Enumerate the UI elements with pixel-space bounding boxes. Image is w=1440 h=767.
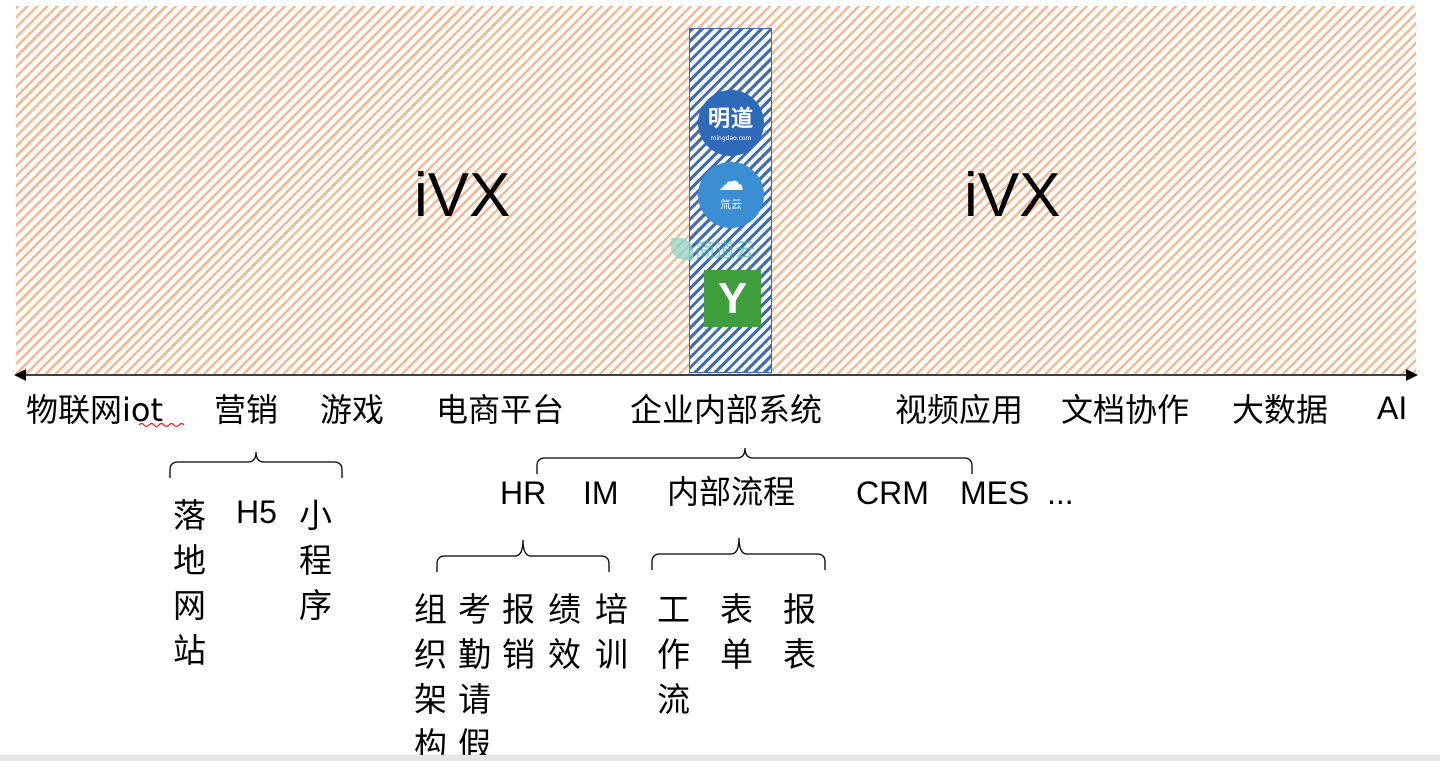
ivx-label-left: iVX [414, 161, 511, 230]
jiandaoyun-logo-name: 简道云 [695, 238, 755, 262]
enterprise-hr: HR [500, 475, 547, 511]
enterprise-im: IM [583, 475, 619, 511]
enterprise-internal-process: 内部流程 [667, 473, 796, 511]
marketing-mini-program: 小程序 [299, 496, 332, 625]
category-doc-collab: 文档协作 [1061, 391, 1190, 429]
brace-hr [436, 539, 610, 572]
mingdao-logo-name: 明道 [707, 107, 754, 132]
enterprise-crm: CRM [856, 475, 929, 511]
category-iot: 物联网iot [26, 391, 164, 429]
ivx-label-right: iVX [964, 161, 1061, 230]
qiyun-logo: ☁ 氚云 [698, 162, 764, 228]
hr-reimbursement: 报销 [502, 590, 535, 674]
leaf-icon [671, 237, 693, 260]
marketing-h5: H5 [236, 494, 277, 530]
jiandaoyun-logo: 简道云 [671, 234, 779, 262]
category-video: 视频应用 [895, 391, 1024, 429]
qiyun-logo-name: 氚云 [720, 198, 742, 211]
brace-marketing [169, 451, 343, 478]
brace-enterprise [536, 447, 973, 474]
enterprise-mes: MES [960, 475, 1030, 511]
mingdao-logo-domain: mingdao.com [710, 135, 752, 142]
category-games: 游戏 [320, 391, 385, 429]
tree-icon: ☁ [718, 167, 744, 197]
hr-performance: 绩效 [548, 590, 581, 674]
category-ai: AI [1377, 390, 1408, 426]
process-reports: 报表 [783, 590, 816, 674]
hr-attendance-leave: 考勤请假 [458, 590, 491, 764]
category-marketing: 营销 [214, 391, 279, 429]
axis-arrow-left-icon [14, 369, 26, 381]
category-bigdata: 大数据 [1232, 391, 1329, 429]
axis-arrow-right-icon [1406, 369, 1418, 381]
green-y-logo: Y [704, 270, 761, 327]
category-ecommerce: 电商平台 [436, 391, 565, 429]
mingdao-logo: 明道 mingdao.com [698, 90, 764, 156]
process-forms: 表单 [720, 590, 753, 674]
brace-process [651, 537, 826, 570]
category-enterprise: 企业内部系统 [630, 391, 823, 429]
enterprise-more: ... [1047, 475, 1074, 511]
process-workflow: 工作流 [657, 590, 690, 719]
marketing-landing-site: 落地网站 [173, 496, 206, 670]
hr-org-structure: 组织架构 [414, 590, 447, 764]
hr-training: 培训 [595, 590, 628, 674]
bottom-edge [0, 755, 1440, 761]
spellcheck-underline [138, 422, 185, 428]
